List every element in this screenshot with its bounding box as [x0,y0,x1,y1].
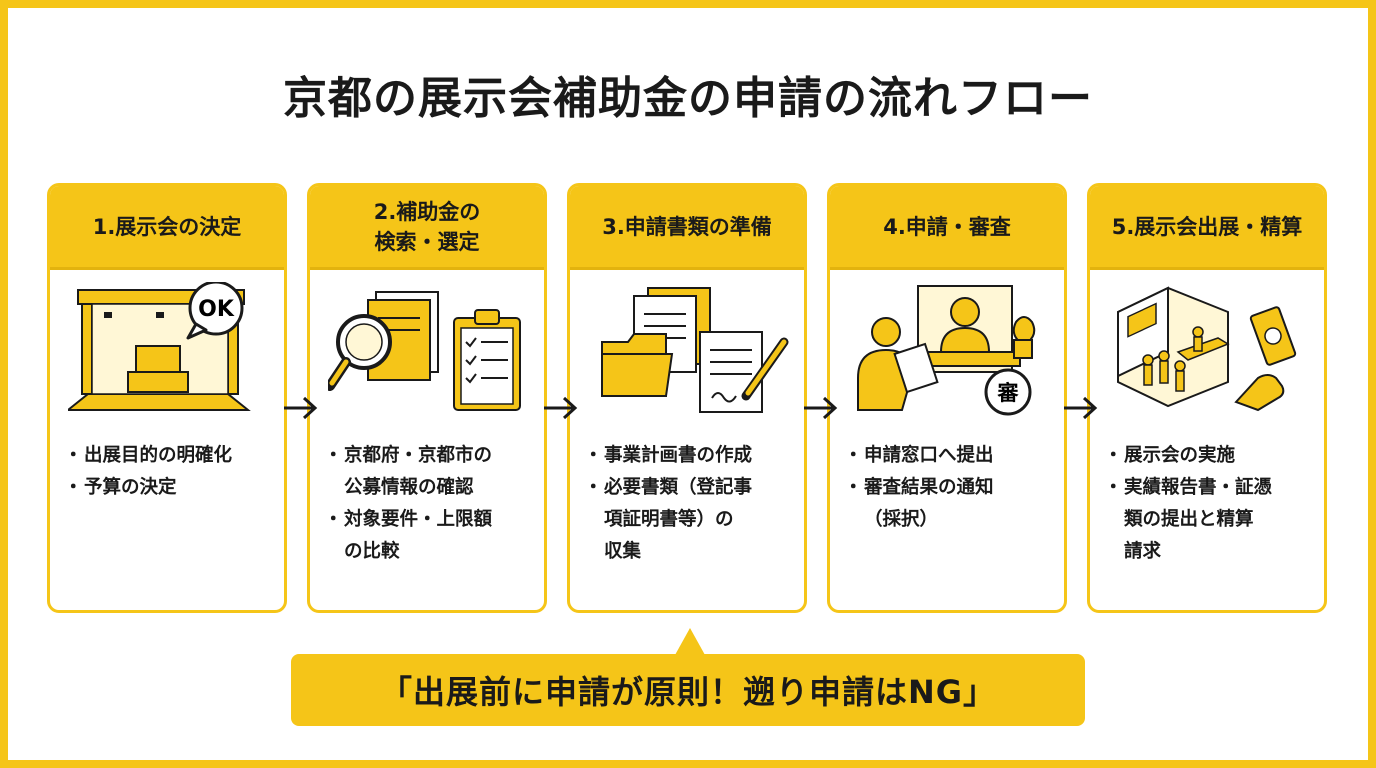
step-card-4: 4.申請・審査 審 申請窓口へ提出 審査結果の通知 （採択） [827,183,1067,613]
step-heading: 3.申請書類の準備 [570,186,804,270]
page-title: 京都の展示会補助金の申請の流れフロー [283,73,1093,124]
warning-callout: 「出展前に申請が原則！遡り申請はNG」 [291,654,1085,726]
bullet-item: 審査結果の通知 （採択） [844,472,1054,536]
step-bullets: 事業計画書の作成 必要書類（登記事 項証明書等）の 収集 [584,440,794,568]
step-bullets: 出展目的の明確化 予算の決定 [64,440,274,504]
bullet-item: 申請窓口へ提出 [844,440,1054,472]
bullet-item: 実績報告書・証憑 類の提出と精算 請求 [1104,472,1314,568]
bullet-item: 展示会の実施 [1104,440,1314,472]
exhibition-booth-money-icon [1117,286,1297,412]
review-stamp-label: 審 [997,381,1020,405]
folder-documents-pen-icon [601,287,789,413]
step-card-5: 5.展示会出展・精算 展示会の実施 実績報告書・証憑 類の提出と精算 請求 [1087,183,1327,613]
step-heading: 4.申請・審査 [830,186,1064,270]
arrow-right-icon [544,396,578,420]
step-bullets: 展示会の実施 実績報告書・証憑 類の提出と精算 請求 [1104,440,1314,568]
callout-pointer [675,628,705,655]
bullet-item: 予算の決定 [64,472,274,504]
bullet-item: 事業計画書の作成 [584,440,794,472]
step-card-3: 3.申請書類の準備 事業計画書の作成 必要書類（登記事 項証明書等）の 収集 [567,183,807,613]
bullet-item: 対象要件・上限額 の比較 [324,504,534,568]
step-bullets: 京都府・京都市の 公募情報の確認 対象要件・上限額 の比較 [324,440,534,568]
step-bullets: 申請窓口へ提出 審査結果の通知 （採択） [844,440,1054,536]
step-heading: 2.補助金の 検索・選定 [310,186,544,270]
arrow-right-icon [804,396,838,420]
application-counter-stamp-icon: 審 [857,285,1036,416]
bullet-item: 京都府・京都市の 公募情報の確認 [324,440,534,504]
arrow-right-icon [284,396,318,420]
magnifier-documents-checklist-icon [328,291,521,411]
step-card-2: 2.補助金の 検索・選定 京都府・京都市の 公募情報の確認 対象要件・上限額 の… [307,183,547,613]
step-card-1: 1.展示会の決定 OK 出展目的の明確化 予算の決定 [47,183,287,613]
bullet-item: 出展目的の明確化 [64,440,274,472]
step-heading: 1.展示会の決定 [50,186,284,270]
arrow-right-icon [1064,396,1098,420]
ok-badge: OK [198,297,235,322]
bullet-item: 必要書類（登記事 項証明書等）の 収集 [584,472,794,568]
step-heading: 5.展示会出展・精算 [1090,186,1324,270]
trade-show-booth-ok-icon: OK [68,282,251,411]
